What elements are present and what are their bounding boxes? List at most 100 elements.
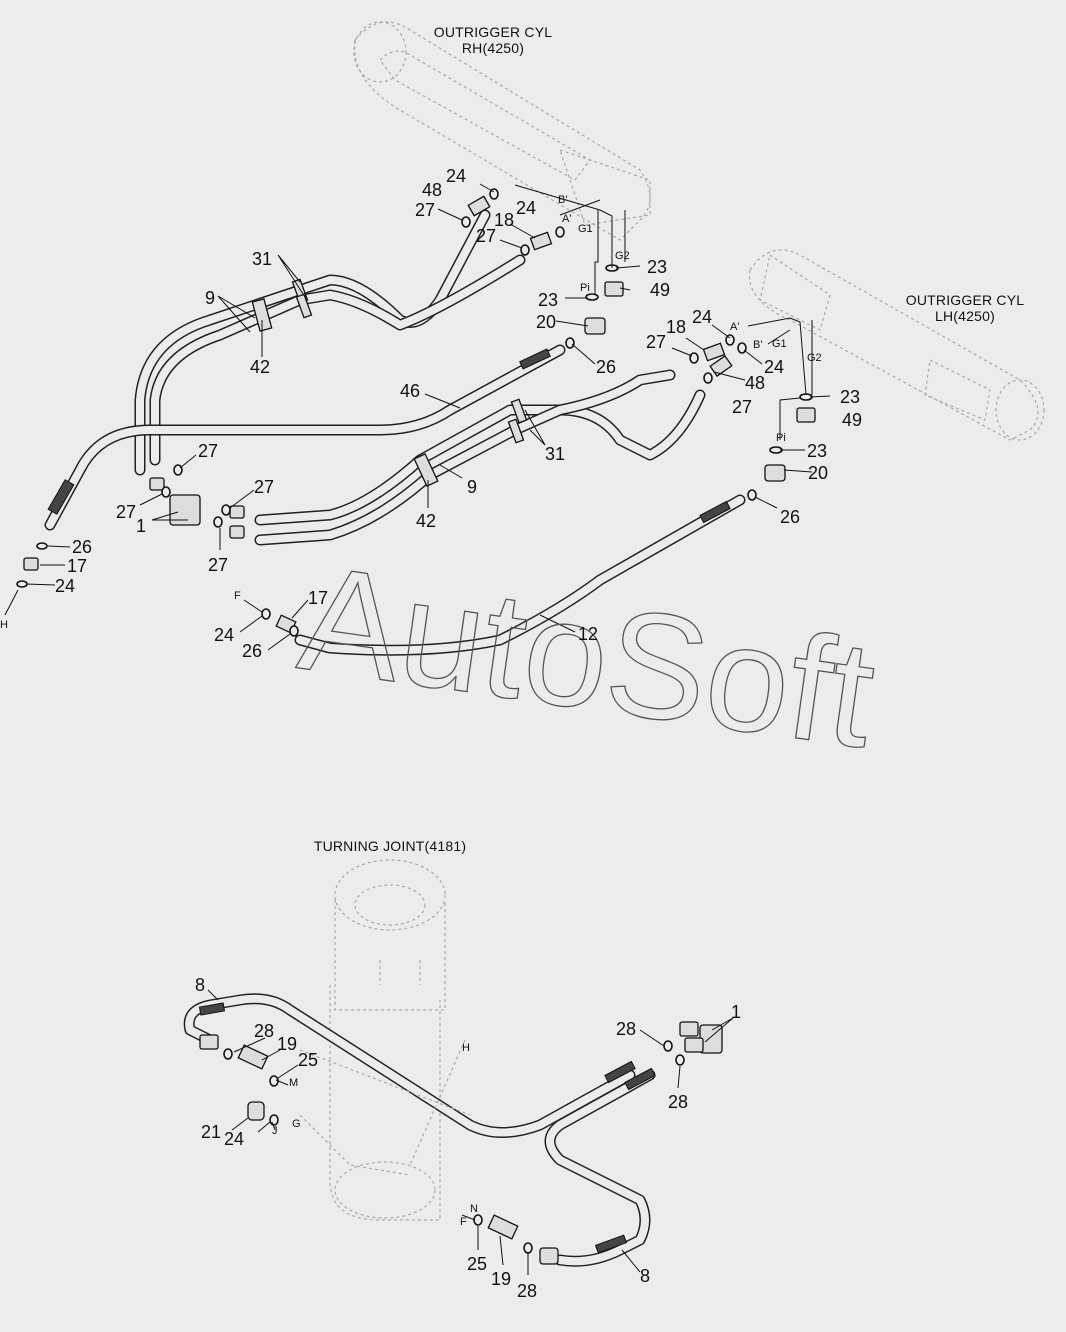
- callout-49: 49: [650, 280, 670, 300]
- hose-8-upper-run: [183, 993, 636, 1138]
- callout-21: 21: [201, 1122, 221, 1142]
- callout-24: 24: [214, 625, 234, 645]
- callout-18: 18: [666, 317, 686, 337]
- hose-9-upper: [134, 209, 526, 476]
- callout-28: 28: [517, 1281, 537, 1301]
- callout-17: 17: [308, 588, 328, 608]
- port-labels-lower: M J G H N F: [272, 1042, 478, 1228]
- port-h-upper: H: [0, 619, 8, 631]
- rh-cylinder-outline: [353, 21, 651, 241]
- lh-cylinder-header: OUTRIGGER CYL LH(4250): [890, 292, 1040, 324]
- port-m: M: [289, 1077, 298, 1089]
- port-n: N: [470, 1203, 478, 1215]
- clamp-31-upper: [291, 278, 313, 319]
- callout-20: 20: [808, 463, 828, 483]
- port-f-lower: F: [460, 1216, 467, 1228]
- rh-cylinder-title: OUTRIGGER CYL: [433, 24, 553, 40]
- port-a-prime-lh: A': [730, 321, 739, 333]
- callout-1: 1: [731, 1002, 741, 1022]
- hose-12: [294, 494, 746, 656]
- lh-cylinder-code: LH(4250): [935, 308, 995, 324]
- callout-24: 24: [764, 357, 784, 377]
- callout-9: 9: [467, 477, 477, 497]
- callout-24: 24: [446, 166, 466, 186]
- port-h-lower: H: [462, 1042, 470, 1054]
- callout-26: 26: [72, 537, 92, 557]
- callout-27: 27: [208, 555, 228, 575]
- clamp-42-upper: [251, 298, 273, 332]
- port-pi-rh: Pi: [580, 282, 590, 294]
- callout-28: 28: [616, 1019, 636, 1039]
- callout-31: 31: [252, 249, 272, 269]
- callout-27: 27: [476, 226, 496, 246]
- hose-46: [44, 344, 566, 531]
- callout-12: 12: [578, 624, 598, 644]
- rh-cylinder-code: RH(4250): [461, 40, 525, 56]
- port-b-prime-lh: B': [753, 339, 762, 351]
- callout-28: 28: [254, 1021, 274, 1041]
- leader-lines-upper: [4, 183, 831, 651]
- callout-27: 27: [732, 397, 752, 417]
- callout-18: 18: [494, 210, 514, 230]
- callout-25: 25: [298, 1050, 318, 1070]
- turning-joint-title: TURNING JOINT(4181): [313, 838, 467, 854]
- watermark-text: AutoSoft: [291, 533, 884, 779]
- port-labels-upper: B' A' G1 G2 Pi A' B' G1 G2 Pi H F: [0, 194, 822, 631]
- callout-42: 42: [416, 511, 436, 531]
- callout-9: 9: [205, 288, 215, 308]
- turning-joint-header: TURNING JOINT(4181): [290, 838, 490, 854]
- callouts-lower: 8 28 19 25 21 24 28 1 28 25 19 28 8: [195, 975, 741, 1301]
- callout-46: 46: [400, 381, 420, 401]
- callout-26: 26: [780, 507, 800, 527]
- callout-23: 23: [807, 441, 827, 461]
- hose-8-lower-run: [544, 1067, 656, 1267]
- port-g: G: [292, 1118, 301, 1130]
- port-g2-rh: G2: [615, 250, 630, 262]
- callout-23: 23: [840, 387, 860, 407]
- callout-49: 49: [842, 410, 862, 430]
- port-j: J: [272, 1125, 278, 1137]
- callout-25: 25: [467, 1254, 487, 1274]
- callout-1: 1: [136, 516, 146, 536]
- callout-20: 20: [536, 312, 556, 332]
- callout-27: 27: [254, 477, 274, 497]
- callout-8: 8: [640, 1266, 650, 1286]
- port-a-prime-rh: A': [562, 213, 571, 225]
- lh-cylinder-outline: [748, 249, 1045, 441]
- callout-27: 27: [415, 200, 435, 220]
- clamp-31-lower: [507, 398, 528, 444]
- callout-48: 48: [422, 180, 442, 200]
- callout-24: 24: [516, 198, 536, 218]
- turning-joint-dashed-route: [299, 1039, 471, 1176]
- callout-28: 28: [668, 1092, 688, 1112]
- callout-26: 26: [596, 357, 616, 377]
- callout-26: 26: [242, 641, 262, 661]
- port-g1-lh: G1: [772, 338, 787, 350]
- callout-31: 31: [545, 444, 565, 464]
- callout-24: 24: [692, 307, 712, 327]
- port-g1-rh: G1: [578, 223, 593, 235]
- callout-23: 23: [647, 257, 667, 277]
- callout-27: 27: [198, 441, 218, 461]
- callout-17: 17: [67, 556, 87, 576]
- o-rings-lower: [223, 1040, 685, 1254]
- callout-8: 8: [195, 975, 205, 995]
- callout-27: 27: [116, 502, 136, 522]
- leader-lines-lower: [207, 989, 734, 1275]
- port-b-prime-rh: B': [558, 194, 567, 206]
- fittings-upper: [23, 195, 816, 634]
- callout-23: 23: [538, 290, 558, 310]
- port-pi-lh: Pi: [776, 432, 786, 444]
- port-f-upper: F: [234, 590, 241, 602]
- callout-19: 19: [277, 1034, 297, 1054]
- callout-19: 19: [491, 1269, 511, 1289]
- callout-48: 48: [745, 373, 765, 393]
- callouts-upper: 24 48 27 24 18 27 23 23 49 20 26 31 9 42…: [55, 166, 862, 661]
- rh-cylinder-header: OUTRIGGER CYL RH(4250): [418, 24, 568, 56]
- callout-24: 24: [224, 1129, 244, 1149]
- clamp-42-lower: [413, 453, 439, 487]
- o-rings-upper: [16, 188, 813, 637]
- callout-24: 24: [55, 576, 75, 596]
